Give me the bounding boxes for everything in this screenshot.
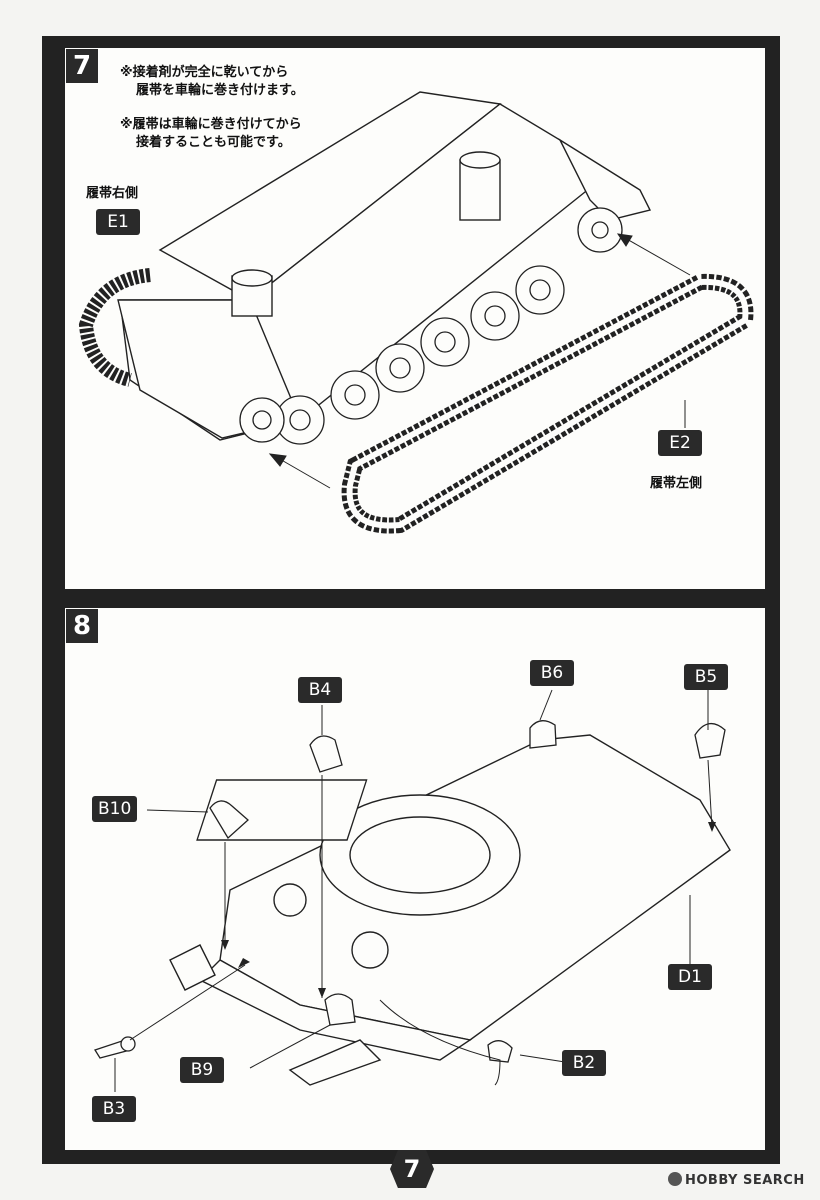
mudguard-left	[169, 944, 216, 991]
part-b4: B4	[298, 677, 342, 703]
note-glue-dry: ※接着剤が完全に乾いてから 履帯を車輪に巻き付けます。	[120, 65, 304, 98]
step-8-number: 8	[66, 609, 98, 643]
part-b5: B5	[684, 664, 728, 690]
part-b3: B3	[92, 1096, 136, 1122]
b10-bracket	[209, 800, 249, 840]
hobby-search-logo-icon	[668, 1172, 682, 1186]
road-wheels	[239, 207, 623, 445]
mudguard-right	[288, 1039, 382, 1086]
part-e1: E1	[96, 209, 140, 235]
hatch-2	[273, 883, 307, 917]
b5-bracket	[694, 723, 726, 759]
part-b2: B2	[562, 1050, 606, 1076]
watermark: HOBBY SEARCH	[668, 1172, 805, 1188]
label-track-right: 履帯右側	[86, 186, 139, 201]
part-d1: D1	[668, 964, 712, 990]
b4-bracket	[309, 735, 343, 773]
b6-bracket	[529, 720, 557, 749]
step-7-number: 7	[66, 49, 98, 83]
hatch-1	[351, 931, 389, 969]
page-number: 7	[390, 1150, 434, 1188]
b2-light	[487, 1040, 513, 1063]
part-e2: E2	[658, 430, 702, 456]
part-b6: B6	[530, 660, 574, 686]
part-b9: B9	[180, 1057, 224, 1083]
part-b10: B10	[92, 796, 138, 822]
note-glue-after: ※履帯は車輪に巻き付けてから 接着することも可能です。	[120, 117, 302, 150]
rear-plate	[558, 138, 652, 221]
track-right	[78, 268, 151, 387]
b9-bracket	[324, 993, 356, 1026]
label-track-left: 履帯左側	[650, 476, 703, 491]
